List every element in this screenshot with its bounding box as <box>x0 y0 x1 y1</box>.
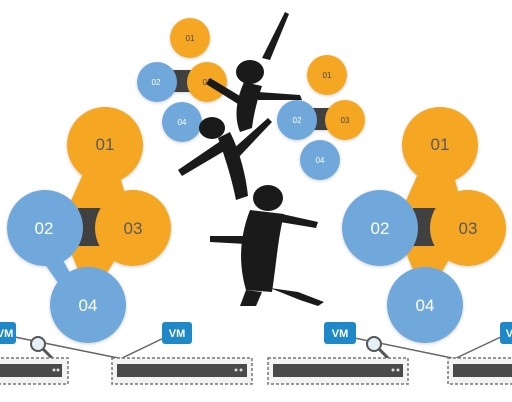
right-label-03: 03 <box>459 219 478 238</box>
vm-badge-right-1 <box>324 322 356 344</box>
vm-badge-left-2 <box>162 322 192 344</box>
small-b-label-04: 04 <box>316 156 325 165</box>
small-b-label-01: 01 <box>323 71 332 80</box>
vm-label-left-1: VM <box>0 328 13 340</box>
left-cluster: 01 03 02 04 <box>7 107 171 343</box>
small-b-node-02 <box>277 100 317 140</box>
small-b-node-03 <box>325 100 365 140</box>
small-a-label-02: 02 <box>152 78 161 87</box>
right-node-01 <box>402 107 478 183</box>
small-b-label-02: 02 <box>293 116 302 125</box>
right-label-02: 02 <box>371 219 390 238</box>
right-node-02 <box>342 190 418 266</box>
vm-label-left-2: VM <box>169 328 186 340</box>
left-label-03: 03 <box>124 219 143 238</box>
right-cluster: 01 03 02 04 <box>342 107 506 343</box>
vm-label-right-2: VM <box>506 328 512 340</box>
small-a-node-03 <box>187 62 227 102</box>
server-icon <box>111 357 253 385</box>
right-label-04: 04 <box>416 296 435 315</box>
bottom-left-group: VM VM <box>0 322 253 385</box>
right-node-03 <box>430 190 506 266</box>
small-a-label-01: 01 <box>186 34 195 43</box>
left-node-01 <box>67 107 143 183</box>
small-b-label-03: 03 <box>341 116 350 125</box>
server-icon <box>267 357 409 385</box>
small-a-label-04: 04 <box>178 118 187 127</box>
right-label-01: 01 <box>431 135 450 154</box>
bottom-right-group: VM VM <box>267 322 512 385</box>
left-label-01: 01 <box>96 135 115 154</box>
small-a-node-01 <box>170 18 210 58</box>
left-label-02: 02 <box>35 219 54 238</box>
server-icon <box>447 357 512 385</box>
left-node-03 <box>95 190 171 266</box>
small-cluster-b: 01 03 02 04 <box>277 55 365 180</box>
server-icon <box>0 357 69 385</box>
small-a-node-04 <box>162 102 202 142</box>
magnifier-icon <box>30 336 54 360</box>
vm-label-right-1: VM <box>332 328 349 340</box>
magnifier-icon <box>366 336 390 360</box>
dancer-silhouette <box>178 12 324 306</box>
small-b-node-01 <box>307 55 347 95</box>
vm-badge-left-1 <box>0 322 16 344</box>
left-label-04: 04 <box>79 296 98 315</box>
right-node-04 <box>387 267 463 343</box>
small-a-node-02 <box>137 62 177 102</box>
vm-badge-right-2 <box>500 322 512 344</box>
small-cluster-a: 01 03 02 04 <box>137 18 227 142</box>
small-b-node-04 <box>300 140 340 180</box>
